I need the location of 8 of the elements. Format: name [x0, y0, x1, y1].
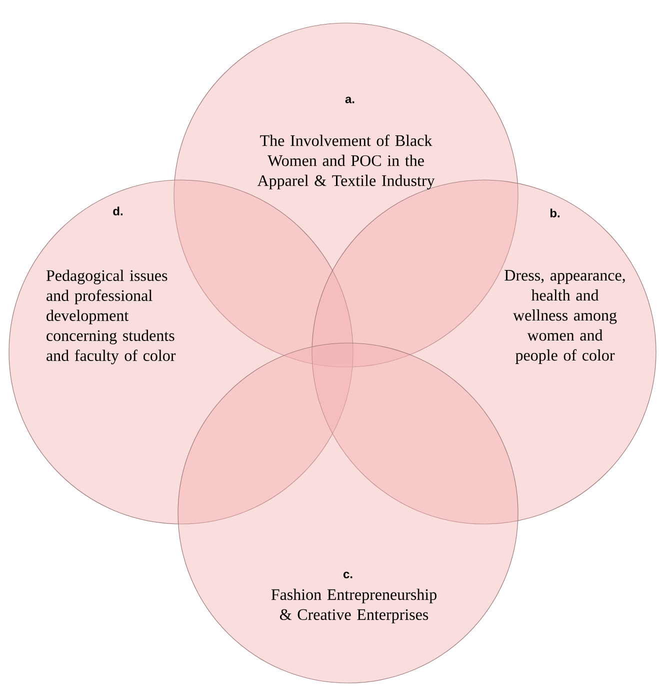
- circle-text: The Involvement of Black Women and POC in the Apparel & Textile Industry: [257, 134, 435, 190]
- circle-letter: a.: [345, 96, 354, 104]
- circle-text: Dress, appearance, health and wellness among women and people of color: [504, 270, 625, 364]
- circle-letter: b.: [550, 208, 560, 218]
- circle-text: Pedagogical issues and professional development concerning students and faculty of color: [46, 270, 176, 364]
- circle-letter: c.: [343, 572, 352, 578]
- circle-letter: d.: [113, 206, 122, 216]
- circle-text: Fashion Entrepreneurship & Creative Enterprises: [271, 588, 436, 624]
